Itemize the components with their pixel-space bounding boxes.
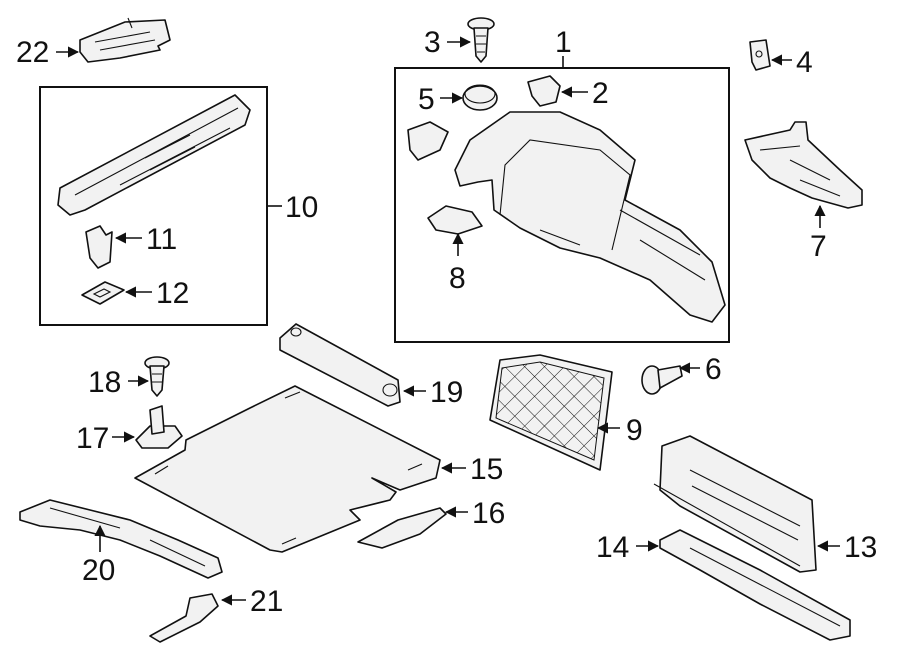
callout-4: 4 xyxy=(796,46,813,79)
callout-9: 9 xyxy=(626,414,643,447)
callout-18: 18 xyxy=(88,366,121,399)
part-13-trim-panel xyxy=(653,435,817,573)
callout-10: 10 xyxy=(285,191,318,224)
callout-19: 19 xyxy=(430,376,463,409)
callout-6: 6 xyxy=(705,353,722,386)
callout-13: 13 xyxy=(844,531,877,564)
callout-7: 7 xyxy=(810,230,827,263)
callout-22: 22 xyxy=(16,36,49,69)
part-1-quarter-trim-panel xyxy=(407,111,726,323)
callout-11: 11 xyxy=(146,223,177,256)
part-10-sill-plate xyxy=(57,94,251,216)
part-22-bracket xyxy=(79,17,171,63)
part-4-nut-clip xyxy=(749,39,771,71)
group-box-1 xyxy=(394,67,730,343)
part-8-cover xyxy=(427,205,483,235)
part-12-pad xyxy=(81,281,125,305)
callout-1: 1 xyxy=(555,26,572,59)
part-3-screw xyxy=(467,17,495,63)
part-20-rail xyxy=(19,499,223,579)
callout-14: 14 xyxy=(596,531,629,564)
callout-16: 16 xyxy=(472,497,505,530)
callout-3: 3 xyxy=(424,26,441,59)
part-2-clip xyxy=(527,75,561,107)
part-21-bracket xyxy=(149,593,219,643)
part-5-grommet xyxy=(462,84,498,111)
callout-2: 2 xyxy=(592,77,609,110)
leader-lines xyxy=(56,36,840,606)
part-11-clip xyxy=(85,225,113,269)
callout-12: 12 xyxy=(156,277,189,310)
callout-5: 5 xyxy=(418,83,435,116)
part-16-panel xyxy=(357,507,447,549)
callout-15: 15 xyxy=(470,453,503,486)
part-19-strip xyxy=(279,323,401,407)
part-14-scuff-plate xyxy=(659,529,851,641)
part-9-cargo-net xyxy=(489,354,613,471)
part-6-push-pin xyxy=(641,365,683,395)
part-7-bracket xyxy=(744,121,863,209)
callout-20: 20 xyxy=(82,554,115,587)
callout-labels: 22 3 1 2 4 5 10 7 11 8 12 6 18 19 9 17 1… xyxy=(16,26,877,618)
part-15-load-floor xyxy=(134,385,441,553)
callout-8: 8 xyxy=(449,262,466,295)
part-17-hook xyxy=(135,405,183,449)
callout-21: 21 xyxy=(250,585,283,618)
part-18-screw xyxy=(144,356,170,397)
callout-17: 17 xyxy=(76,422,109,455)
